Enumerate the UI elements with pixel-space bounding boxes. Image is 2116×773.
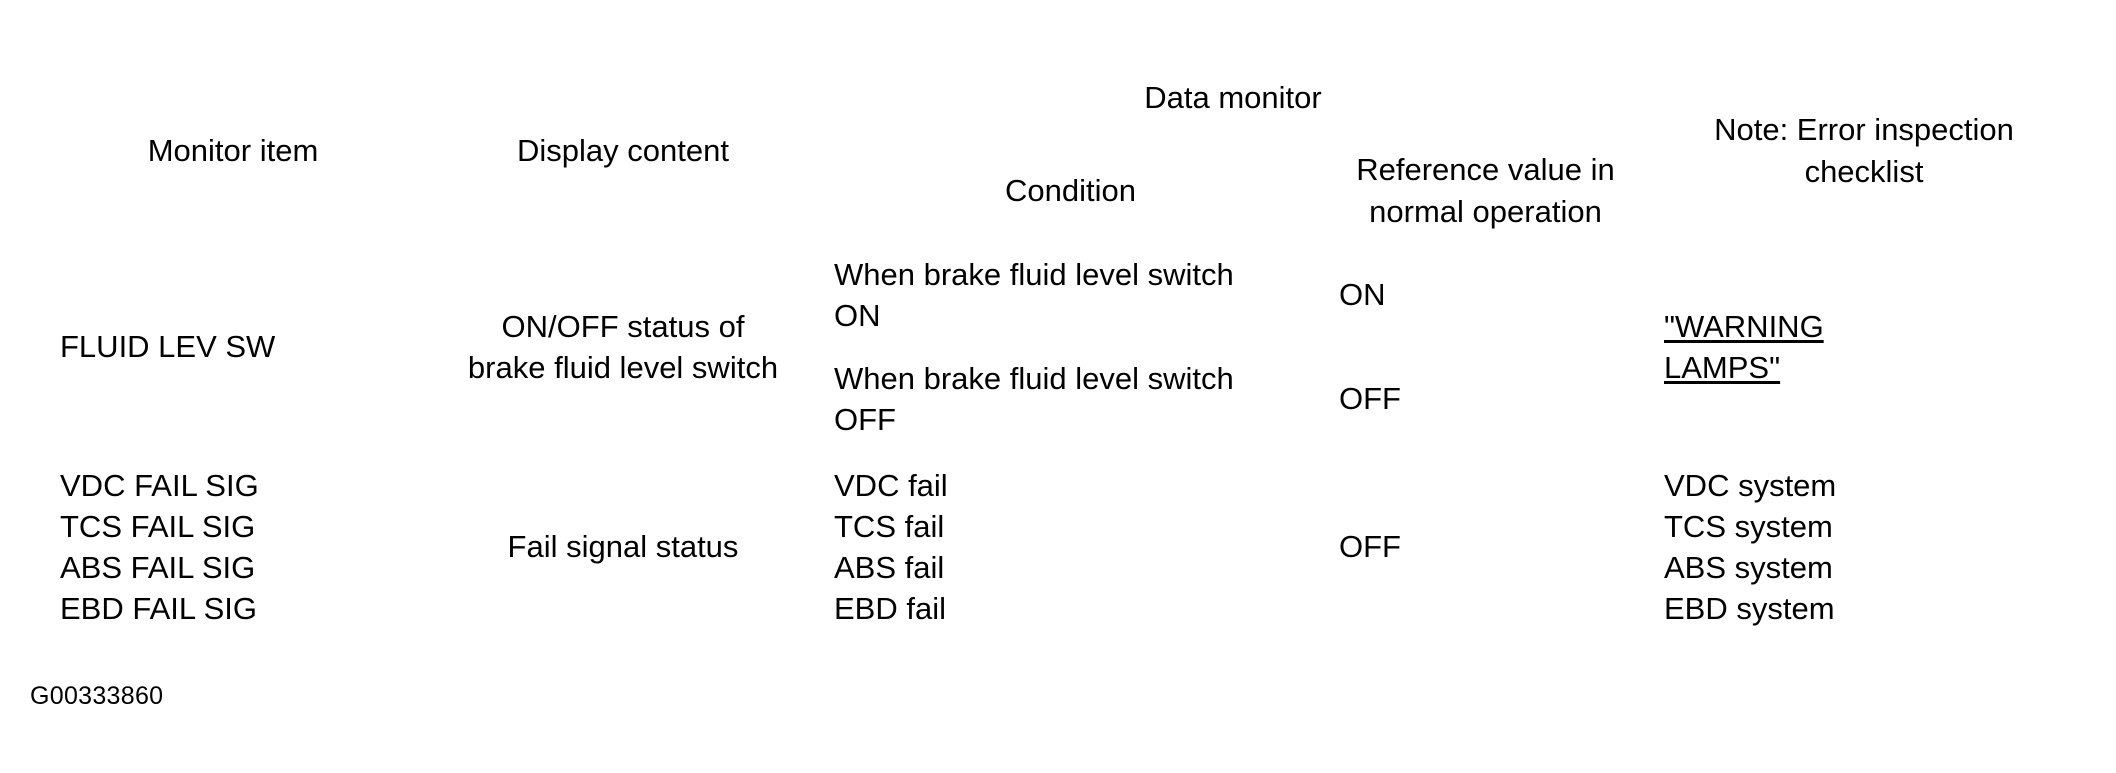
warning-lamps-link-line2[interactable]: LAMPS"	[1664, 350, 1781, 385]
reference-value-text: OFF	[1339, 529, 1401, 565]
reference-value-text: ON	[1339, 277, 1386, 313]
data-monitor-table-container: Monitor item Display content Data monito…	[38, 58, 2080, 643]
header-data-monitor-group: Data monitor	[818, 58, 1648, 138]
header-display-content-label: Display content	[517, 132, 729, 168]
condition-text: When brake fluid level switch ON	[834, 256, 1234, 333]
cell-monitor-item: VDC FAIL SIG TCS FAIL SIG ABS FAIL SIG E…	[38, 451, 428, 643]
cell-display-content: Fail signal status	[428, 451, 818, 643]
cell-note: "WARNING LAMPS"	[1648, 243, 2080, 451]
cell-reference-value: OFF	[1323, 347, 1648, 451]
header-display-content: Display content	[428, 58, 818, 243]
reference-value-text: OFF	[1339, 381, 1401, 417]
monitor-item-label: VDC FAIL SIG TCS FAIL SIG ABS FAIL SIG E…	[60, 467, 259, 627]
table-row: FLUID LEV SW ON/OFF status of brake flui…	[38, 243, 2080, 385]
header-condition: Condition	[818, 138, 1323, 243]
header-data-monitor-label: Data monitor	[1144, 80, 1322, 116]
table-row: VDC FAIL SIG TCS FAIL SIG ABS FAIL SIG E…	[38, 451, 2080, 643]
header-condition-label: Condition	[1005, 172, 1136, 208]
table-header: Monitor item Display content Data monito…	[38, 58, 2080, 243]
note-text: VDC system TCS system ABS system EBD sys…	[1664, 467, 1837, 627]
table-subrow: When brake fluid level switch OFF OFF	[38, 347, 2080, 451]
cell-display-content: ON/OFF status of brake fluid level switc…	[428, 243, 818, 451]
header-reference-value: Reference value in normal operation	[1323, 138, 1648, 243]
note-text: "WARNING LAMPS"	[1648, 296, 2080, 398]
header-note: Note: Error inspection checklist	[1648, 58, 2080, 243]
display-content-label: ON/OFF status of brake fluid level switc…	[467, 308, 779, 385]
header-row-top: Monitor item Display content Data monito…	[38, 58, 2080, 188]
cell-reference-value: ON	[1323, 243, 1648, 347]
header-monitor-item: Monitor item	[38, 58, 428, 243]
monitor-item-label: FLUID LEV SW	[60, 329, 276, 365]
figure-caption-id: G00333860	[30, 682, 164, 710]
header-row-sub: Condition Reference value in normal oper…	[38, 138, 2080, 243]
cell-condition: When brake fluid level switch ON	[818, 243, 1323, 347]
condition-text: When brake fluid level switch OFF	[834, 360, 1234, 437]
cell-monitor-item: FLUID LEV SW	[38, 243, 428, 451]
header-monitor-item-label: Monitor item	[147, 132, 319, 168]
header-reference-value-label: Reference value in normal operation	[1356, 152, 1615, 229]
display-content-label: Fail signal status	[507, 529, 739, 565]
cell-condition: VDC fail TCS fail ABS fail EBD fail	[818, 451, 1323, 643]
condition-text: VDC fail TCS fail ABS fail EBD fail	[834, 467, 948, 627]
header-note-label: Note: Error inspection checklist	[1714, 112, 2014, 189]
data-monitor-table: Monitor item Display content Data monito…	[38, 58, 2080, 643]
cell-note: VDC system TCS system ABS system EBD sys…	[1648, 451, 2080, 643]
cell-reference-value: OFF	[1323, 451, 1648, 643]
cell-condition: When brake fluid level switch OFF	[818, 347, 1323, 451]
table-body: FLUID LEV SW ON/OFF status of brake flui…	[38, 243, 2080, 643]
warning-lamps-link-line1[interactable]: "WARNING	[1664, 308, 1824, 344]
